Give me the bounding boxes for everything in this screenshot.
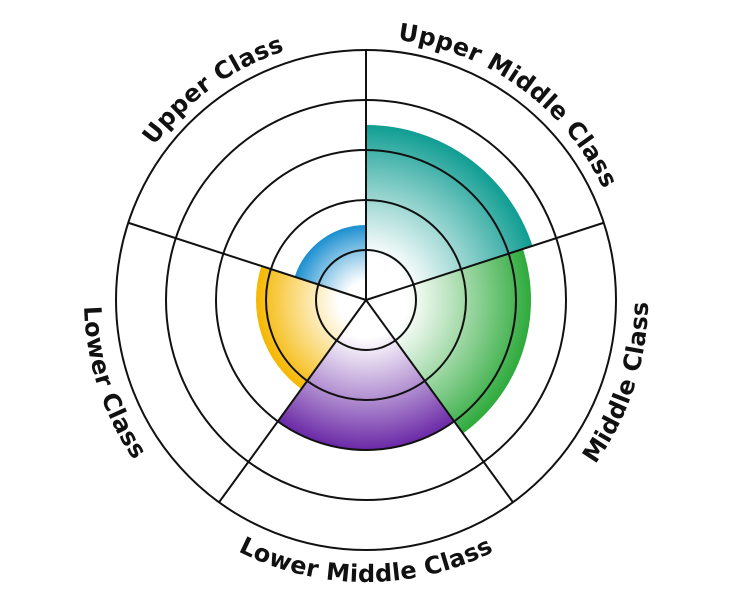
sector-middle-class bbox=[366, 249, 531, 434]
sector-upper-class bbox=[294, 225, 366, 300]
category-label-upper-class: Upper Class bbox=[137, 30, 287, 149]
sector-upper-middle-class bbox=[366, 125, 533, 300]
sector-lower-middle-class bbox=[277, 300, 455, 450]
grid-spoke bbox=[127, 221, 367, 301]
grid-spoke bbox=[218, 299, 367, 503]
category-label-lower-middle-class: Lower Middle Class bbox=[235, 531, 497, 588]
category-label-lower-class: Lower Class bbox=[78, 305, 153, 464]
sector-layer bbox=[256, 125, 533, 450]
grid-spoke bbox=[365, 299, 514, 503]
grid-layer bbox=[115, 49, 617, 551]
grid-spoke bbox=[365, 221, 605, 301]
